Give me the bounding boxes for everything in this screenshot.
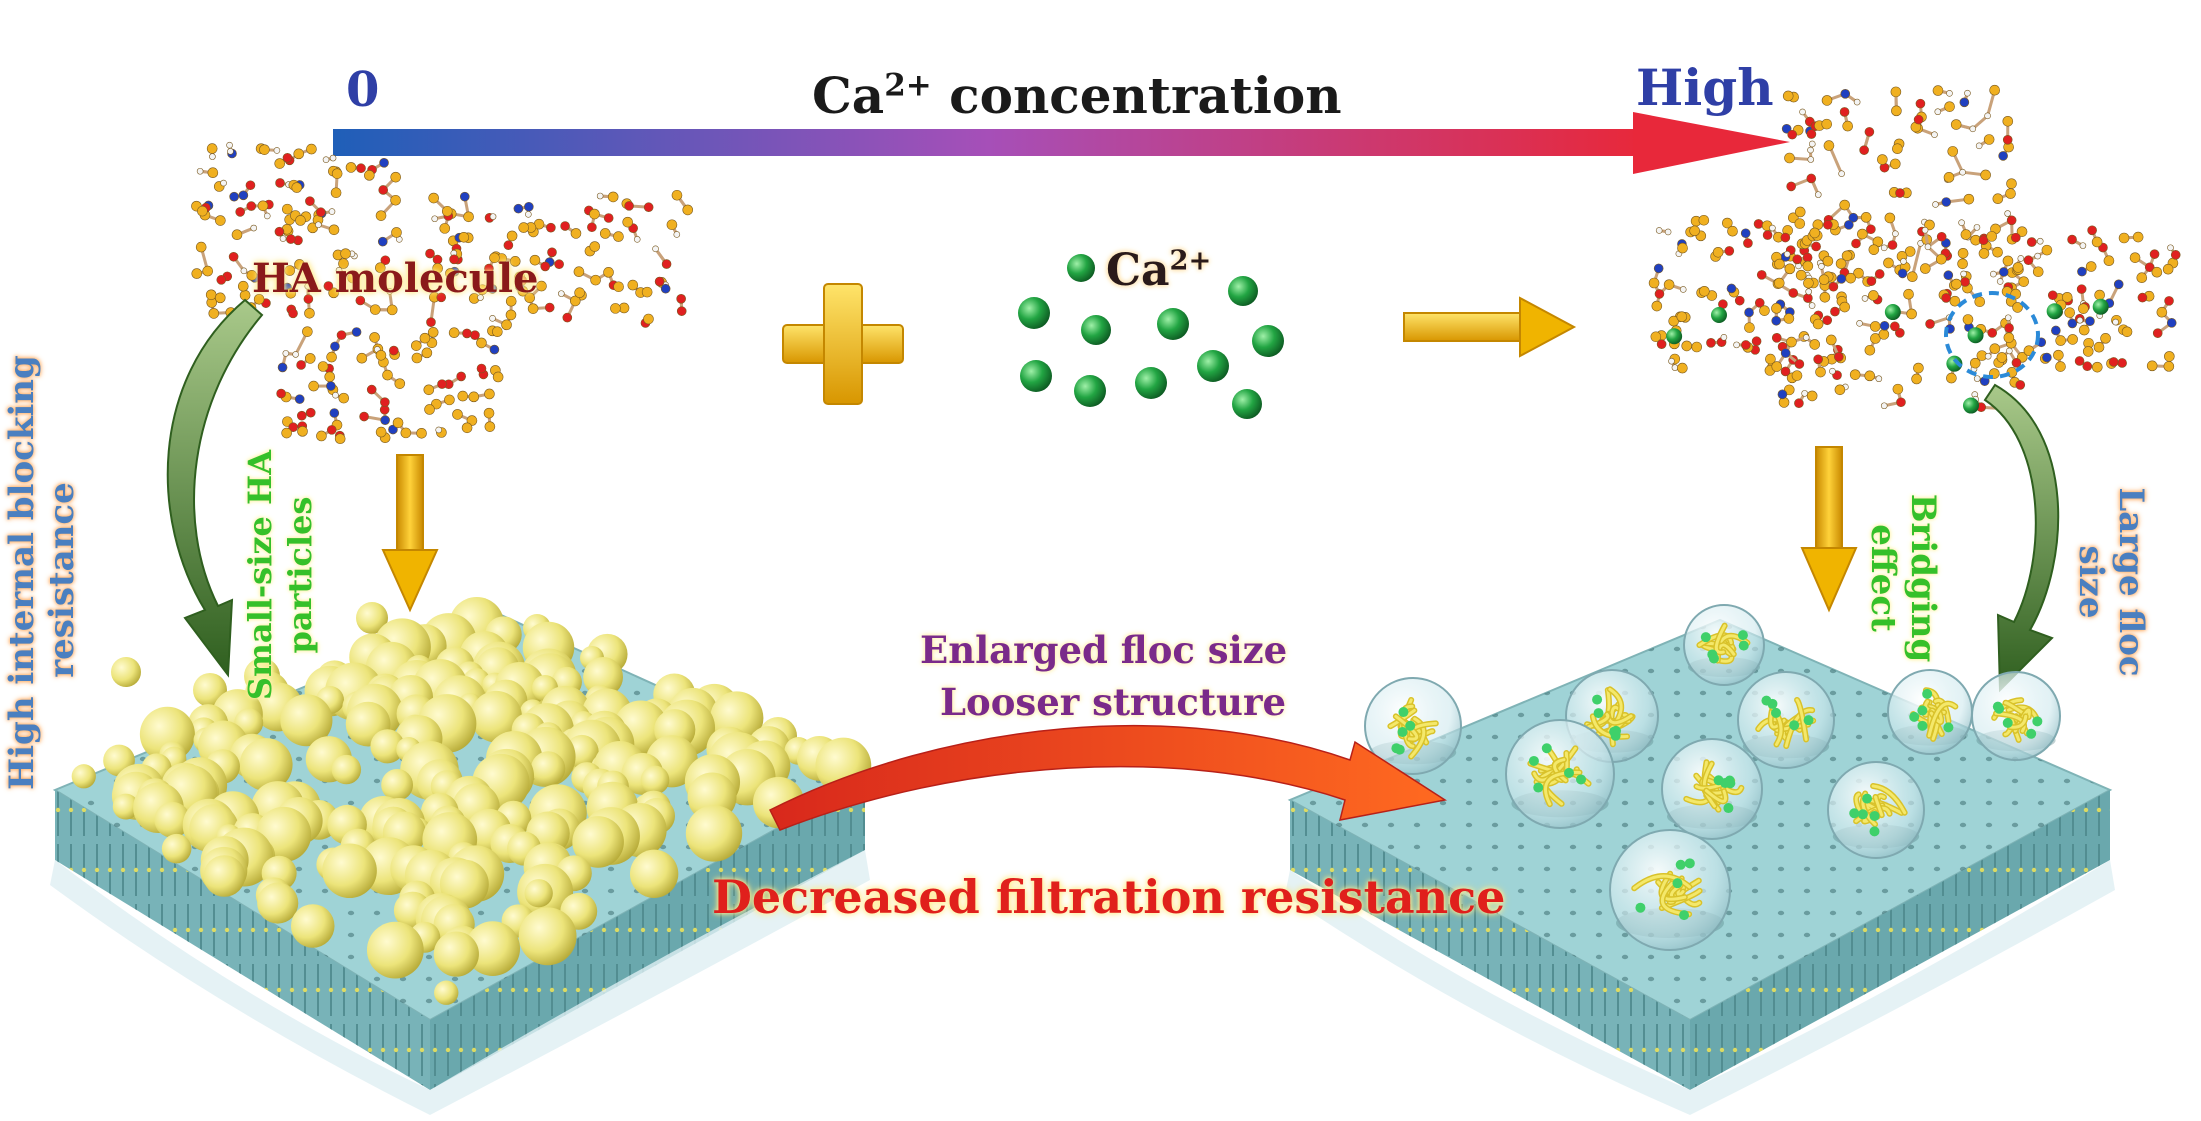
down-arrow-left [381,454,439,613]
green-curved-arrow-left [166,298,264,678]
effect-line-1: Enlarged floc size [920,628,1288,672]
axis-title-main: Ca [812,66,885,125]
right-outer-line-2: size [2071,545,2111,619]
axis-title: Ca2+ concentration [812,66,1342,125]
ha-calcium-complex [1648,84,2181,414]
left-outer-line-1: High internal blocking [2,355,42,790]
green-curved-arrow-right [1983,383,2060,693]
axis-title-sup: 2+ [884,67,932,104]
reaction-arrow [1403,296,1577,358]
calcium-ion-label: Ca2+ [1106,245,1211,296]
ha-flocs [1364,604,2061,951]
axis-low-label: 0 [346,62,380,118]
left-inner-line-2: particles [281,496,319,654]
ha-molecule-label: HA molecule [252,255,539,302]
effect-line-2: Looser structure [940,680,1286,724]
left-inner-line-1: Small-size HA [241,449,279,701]
ha-molecule [191,141,694,445]
left-outer-line-2: resistance [42,482,82,678]
calcium-ion-main: Ca [1106,245,1170,296]
axis-high-label: High [1636,58,1774,117]
bridging-site-highlight [1944,291,2040,379]
calcium-ion-sup: 2+ [1169,244,1212,277]
axis-title-rest: concentration [931,66,1342,125]
result-label: Decreased filtration resistance [712,870,1506,924]
concentration-arrow [333,112,1790,174]
ha-particles [71,597,872,1005]
right-inner-line-2: effect [1863,524,1903,632]
curved-result-arrow [768,725,1447,831]
right-outer-line-1: Large floc [2111,487,2151,677]
calcium-ions [1018,254,1284,419]
down-arrow-right [1800,446,1858,613]
right-inner-line-1: Bridging [1903,493,1943,663]
plus-icon [782,283,904,405]
